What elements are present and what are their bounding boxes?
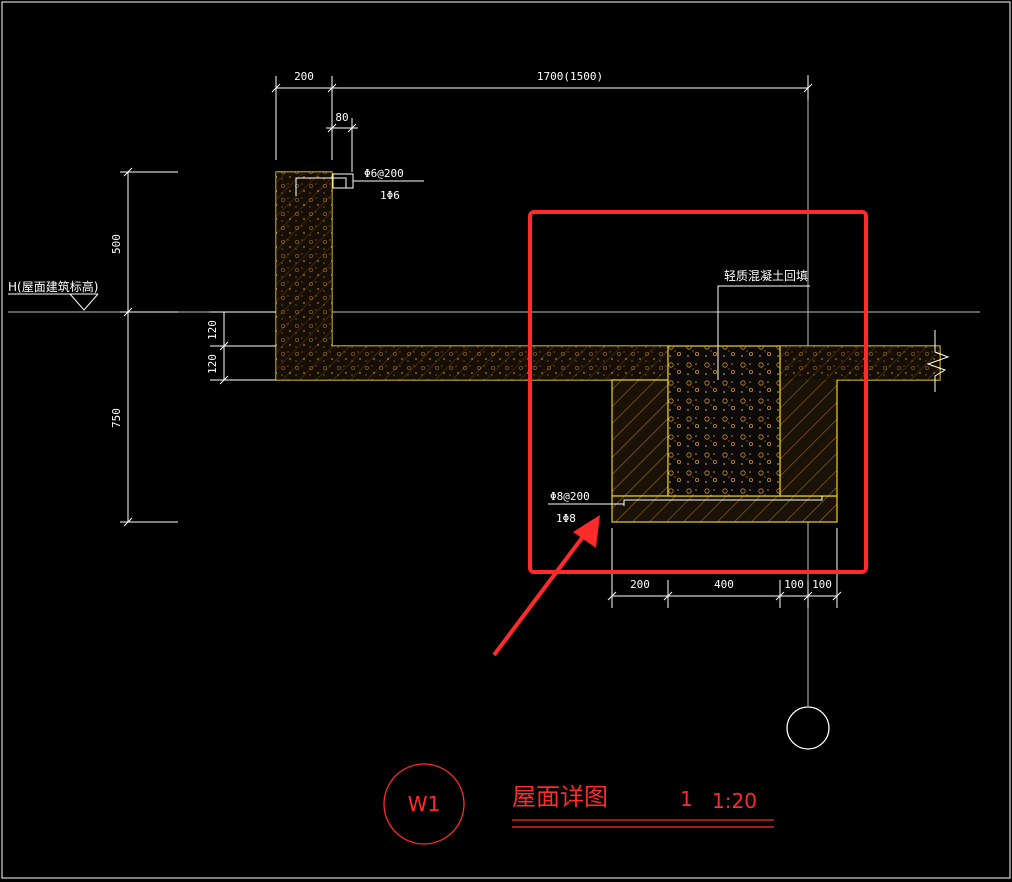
slab-texture	[332, 346, 668, 380]
dim-120-b: 120	[206, 354, 219, 374]
elevation-triangle	[69, 293, 99, 311]
drawing-title: 屋面详图	[512, 783, 608, 811]
dim-200-bottom: 200	[630, 578, 650, 591]
highlight-box	[528, 210, 868, 574]
detail-id: W1	[408, 792, 441, 816]
rebar-top-bar: 1Φ6	[380, 189, 400, 202]
fill-label: 轻质混凝土回填	[724, 268, 808, 283]
rebar-top-stirrup: Φ6@200	[364, 167, 404, 180]
elevation-label: H(屋面建筑标高)	[8, 279, 98, 294]
dim-200-top: 200	[294, 70, 314, 83]
dim-750: 750	[110, 408, 123, 428]
dim-1700: 1700(1500)	[537, 70, 603, 83]
detail-number: 1	[680, 787, 693, 811]
lightweight-fill	[667, 345, 781, 497]
highlight-arrow	[492, 528, 590, 657]
detail-id-circle	[383, 763, 465, 845]
top-rebar	[295, 177, 347, 196]
grid-axis-bubble	[786, 706, 830, 750]
top-rebar-hook	[332, 173, 354, 189]
bottom-rebar	[623, 496, 823, 506]
dim-100-a: 100	[784, 578, 804, 591]
dim-500: 500	[110, 234, 123, 254]
right-slab-texture	[780, 346, 940, 380]
dim-80: 80	[335, 111, 348, 124]
drawing-scale: 1:20	[712, 789, 757, 813]
parapet-texture	[276, 172, 332, 380]
break-line	[926, 330, 950, 392]
fill-leader	[717, 285, 810, 380]
rebar-bottom-bar: 1Φ8	[556, 512, 576, 525]
gutter-left-wall	[611, 379, 669, 497]
highlight-arrow-head	[573, 515, 600, 548]
dim-400: 400	[714, 578, 734, 591]
dim-120-a: 120	[206, 320, 219, 340]
dim-100-b: 100	[812, 578, 832, 591]
rebar-bottom-stirrup: Φ8@200	[550, 490, 590, 503]
